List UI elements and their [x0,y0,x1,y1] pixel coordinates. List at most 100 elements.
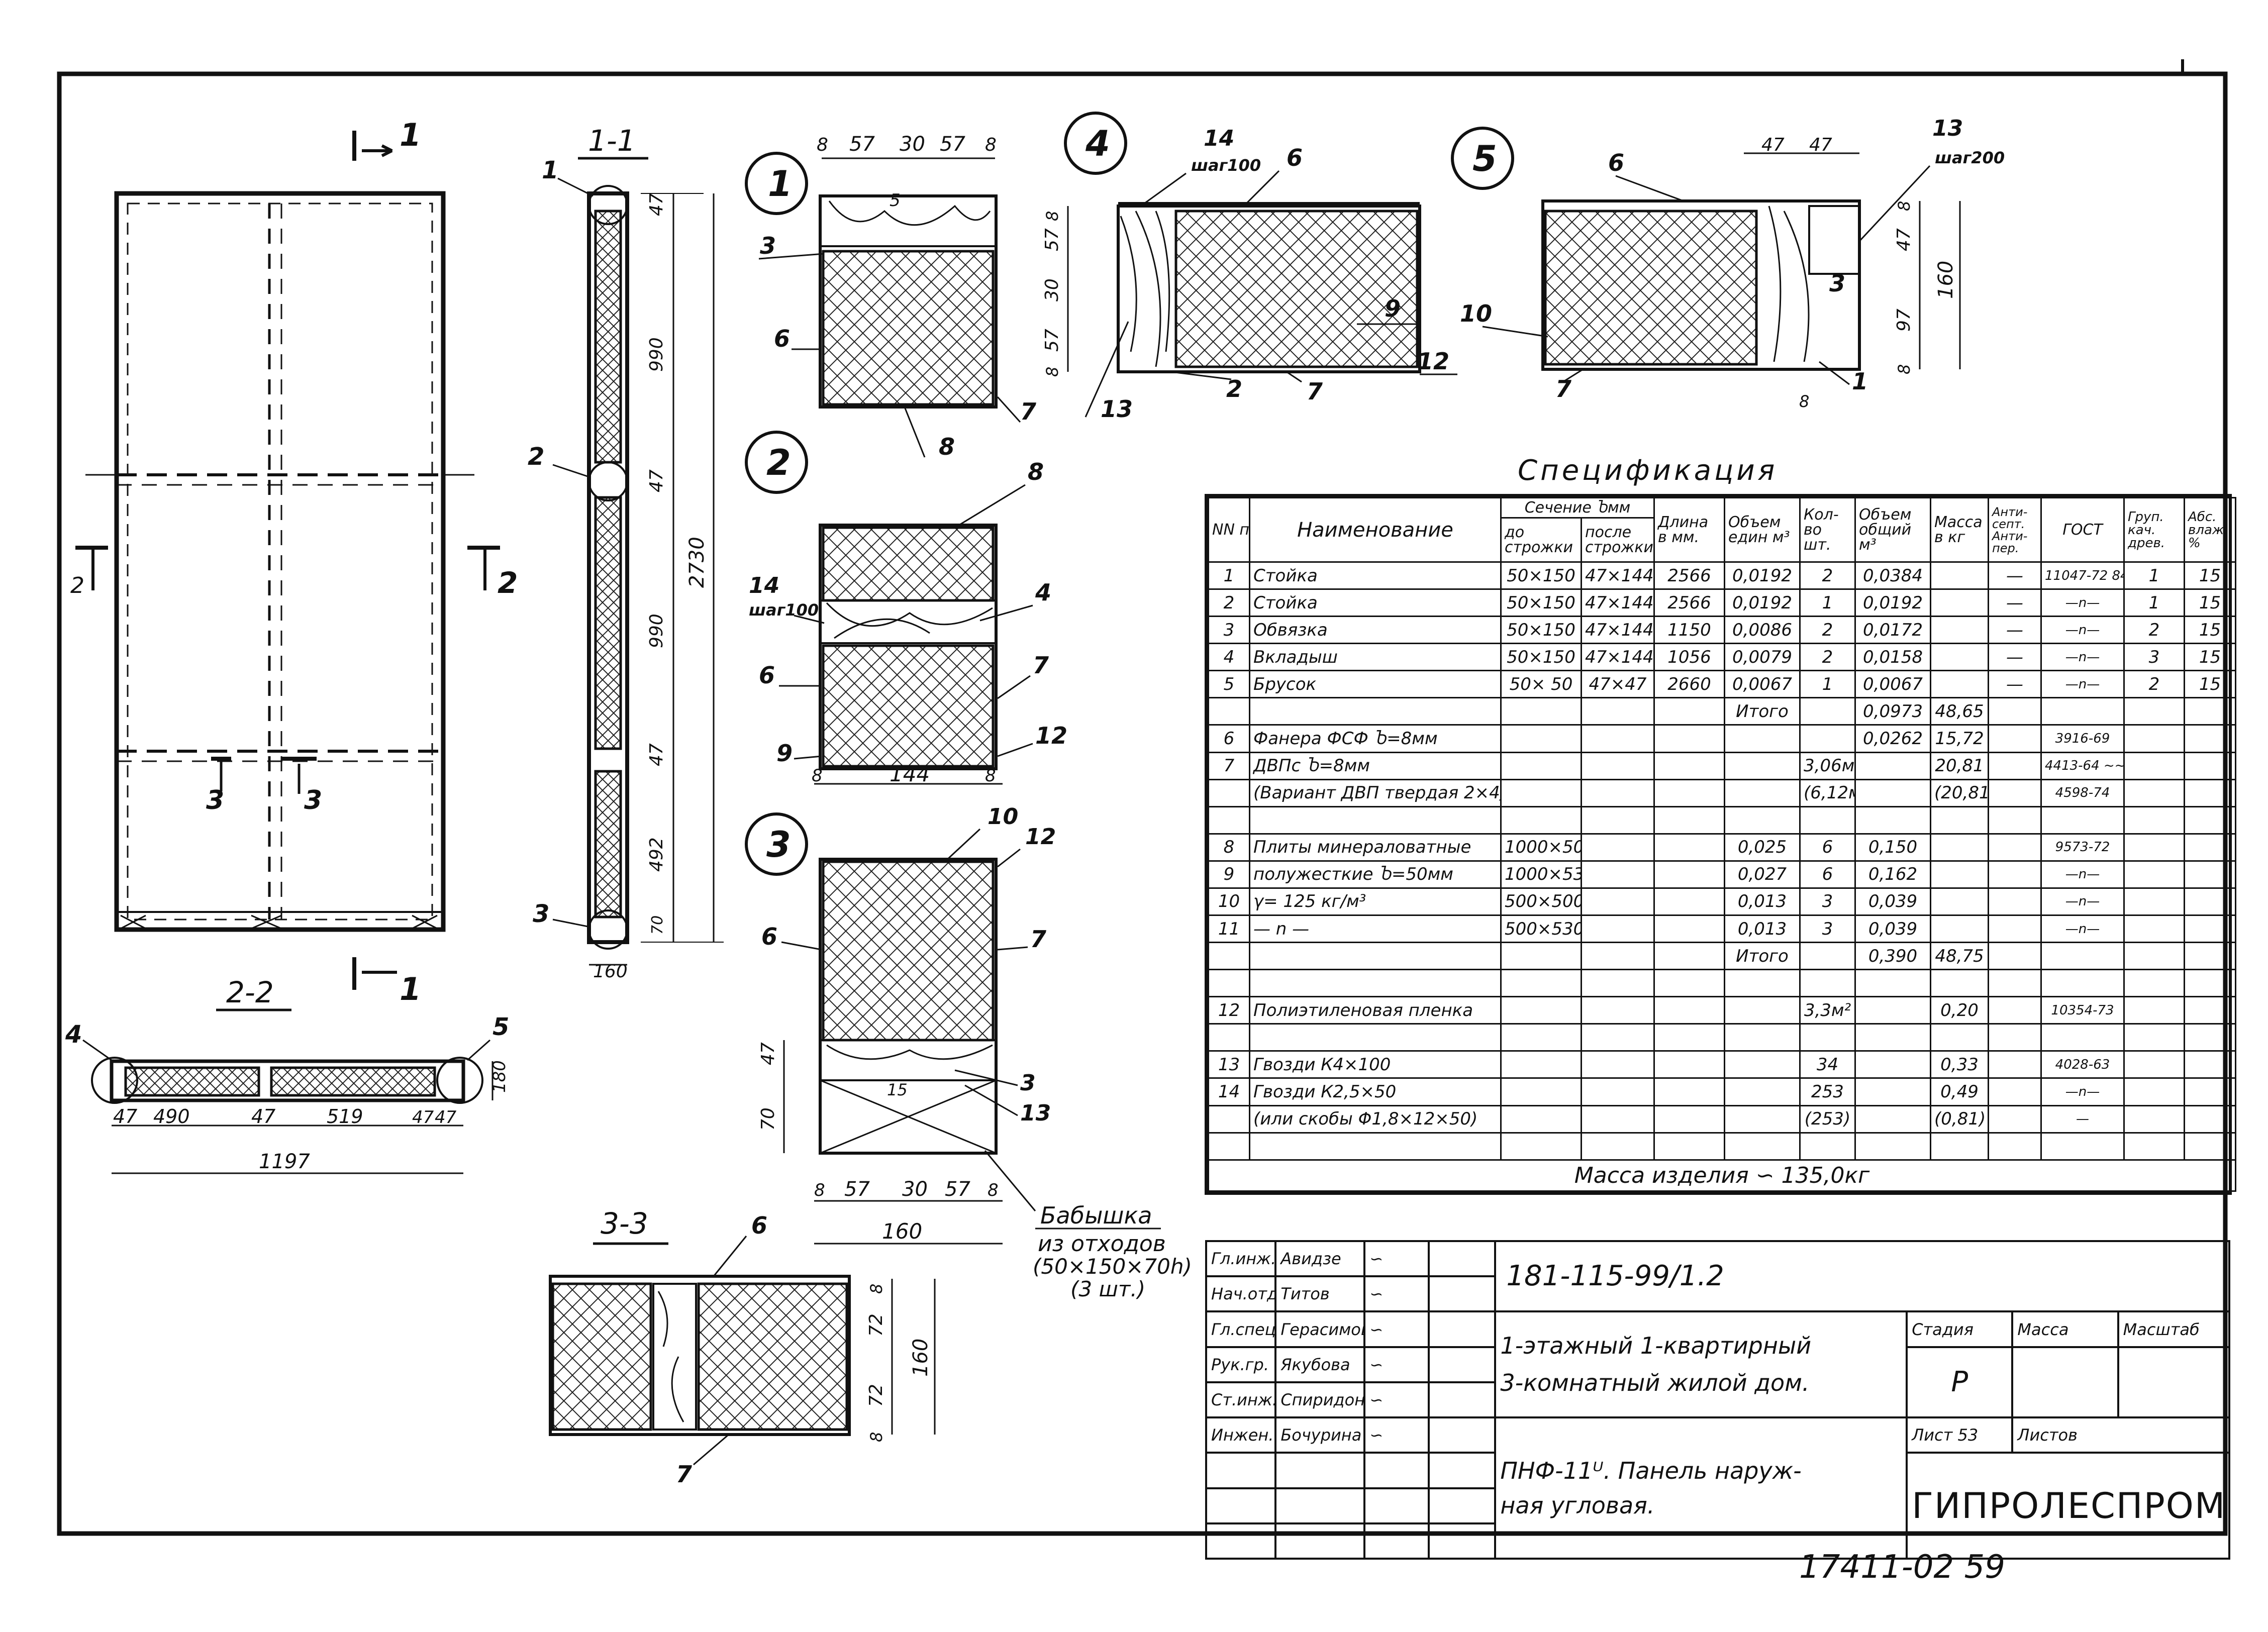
table-cell: Гвозди К2,5×50 [1249,1077,1502,1106]
table-cell [1930,588,1989,618]
table-cell [1724,969,1801,998]
table-cell [1500,1077,1582,1106]
table-cell [1500,942,1582,971]
table-cell [1988,778,2042,807]
table-cell: 47×144 [1581,561,1655,590]
table-cell [1208,805,1250,835]
table-cell: 15,72 [1930,724,1989,753]
table-cell [1581,1132,1655,1161]
table-cell [2184,805,2236,835]
table-cell: 3 [1799,914,1856,944]
table-cell [1988,1104,2042,1134]
table-cell [1653,942,1725,971]
table-cell [2123,969,2185,998]
table-cell: 48,75 [1930,942,1989,971]
table-cell: 0,0973 [1854,697,1931,726]
table-row [1208,1023,2236,1052]
table-cell [2123,778,2185,807]
table-cell [2184,1132,2236,1161]
svg-text:7: 7 [1020,398,1036,425]
svg-text:3: 3 [206,785,224,815]
table-cell: 0,0384 [1854,561,1931,590]
svg-text:2-2: 2-2 [226,975,274,1009]
table-cell: 0,0262 [1854,724,1931,753]
table-cell [1854,1132,1931,1161]
table-cell [2123,887,2185,916]
spec-title: Спецификация [1518,454,1778,487]
table-cell: —n— [2040,860,2125,889]
table-cell [1208,1104,1250,1134]
table-cell [1988,724,2042,753]
title-block: Гл.инж.пр Авидзе ∽ 181-115-99/1.2 Нач.от… [1205,1240,2231,1560]
svg-text:1: 1 [1852,368,1868,395]
table-cell [1988,805,2042,835]
table-cell: —n— [2040,1077,2125,1106]
svg-text:3: 3 [304,785,322,815]
svg-text:8: 8 [867,1284,886,1294]
table-cell [1988,1050,2042,1079]
table-cell [1930,561,1989,590]
table-cell: Фанера ФСФ Ⴆ=8мм [1249,724,1502,753]
table-cell: 2 [2123,616,2185,645]
svg-text:1: 1 [542,156,558,184]
table-cell [2123,697,2185,726]
svg-text:6: 6 [761,923,777,950]
mass-total: Масса изделия ∽ 135,0кг [1208,1159,2236,1192]
table-cell [1581,942,1655,971]
table-cell: 0,0192 [1724,588,1801,618]
table-cell [1208,969,1250,998]
table-cell [1724,1050,1801,1079]
stage-header: Стадия [1906,1310,2014,1348]
svg-text:97: 97 [1894,309,1914,332]
detail-5: 5 6 47 47 13 шаг200 3 10 7 1 8 47 97 8 1… [1451,116,2005,411]
section-3-3: 3-3 6 7 8 72 72 8 160 [549,1206,936,1488]
table-cell: 9573-72 [2040,833,2125,862]
svg-text:13: 13 [1020,1100,1051,1126]
svg-text:13: 13 [1932,116,1963,141]
svg-text:47: 47 [113,1105,137,1128]
table-cell: 50×150 [1500,588,1582,618]
svg-text:6: 6 [759,662,775,689]
signature: ∽ [1363,1381,1430,1419]
table-cell: 2 [1799,561,1856,590]
table-cell: 47×144 [1581,616,1655,645]
table-cell [1249,805,1502,835]
table-cell [2123,751,2185,780]
table-cell [1724,724,1801,753]
table-cell [2184,942,2236,971]
table-cell [1854,805,1931,835]
svg-text:47: 47 [758,1042,778,1065]
table-cell [1988,969,2042,998]
table-cell [1988,1077,2042,1106]
table-cell: 0,33 [1930,1050,1989,1079]
svg-text:30: 30 [902,1178,928,1201]
role: Ст.инж. [1205,1381,1277,1419]
svg-text:3: 3 [760,232,776,259]
table-cell: 3 [2123,643,2185,672]
table-cell [1930,969,1989,998]
table-cell [1724,778,1801,807]
table-cell [1653,1050,1725,1079]
table-cell: 13 [1208,1050,1250,1079]
svg-text:1197: 1197 [259,1150,310,1173]
table-cell: 2566 [1653,588,1725,618]
svg-text:3-3: 3-3 [601,1206,648,1241]
table-cell: 4 [1208,643,1250,672]
col-vol1: Объем един м³ [1724,497,1801,563]
svg-text:3: 3 [766,824,791,865]
table-cell: —n— [2040,616,2125,645]
name: Бочурина [1274,1416,1366,1454]
svg-text:4: 4 [1035,579,1051,606]
table-cell [1854,1050,1931,1079]
table-cell [1500,697,1582,726]
svg-text:5: 5 [1472,138,1497,179]
svg-text:7: 7 [1307,378,1323,405]
table-cell: 47×144 [1581,588,1655,618]
table-cell [1799,1023,1856,1052]
